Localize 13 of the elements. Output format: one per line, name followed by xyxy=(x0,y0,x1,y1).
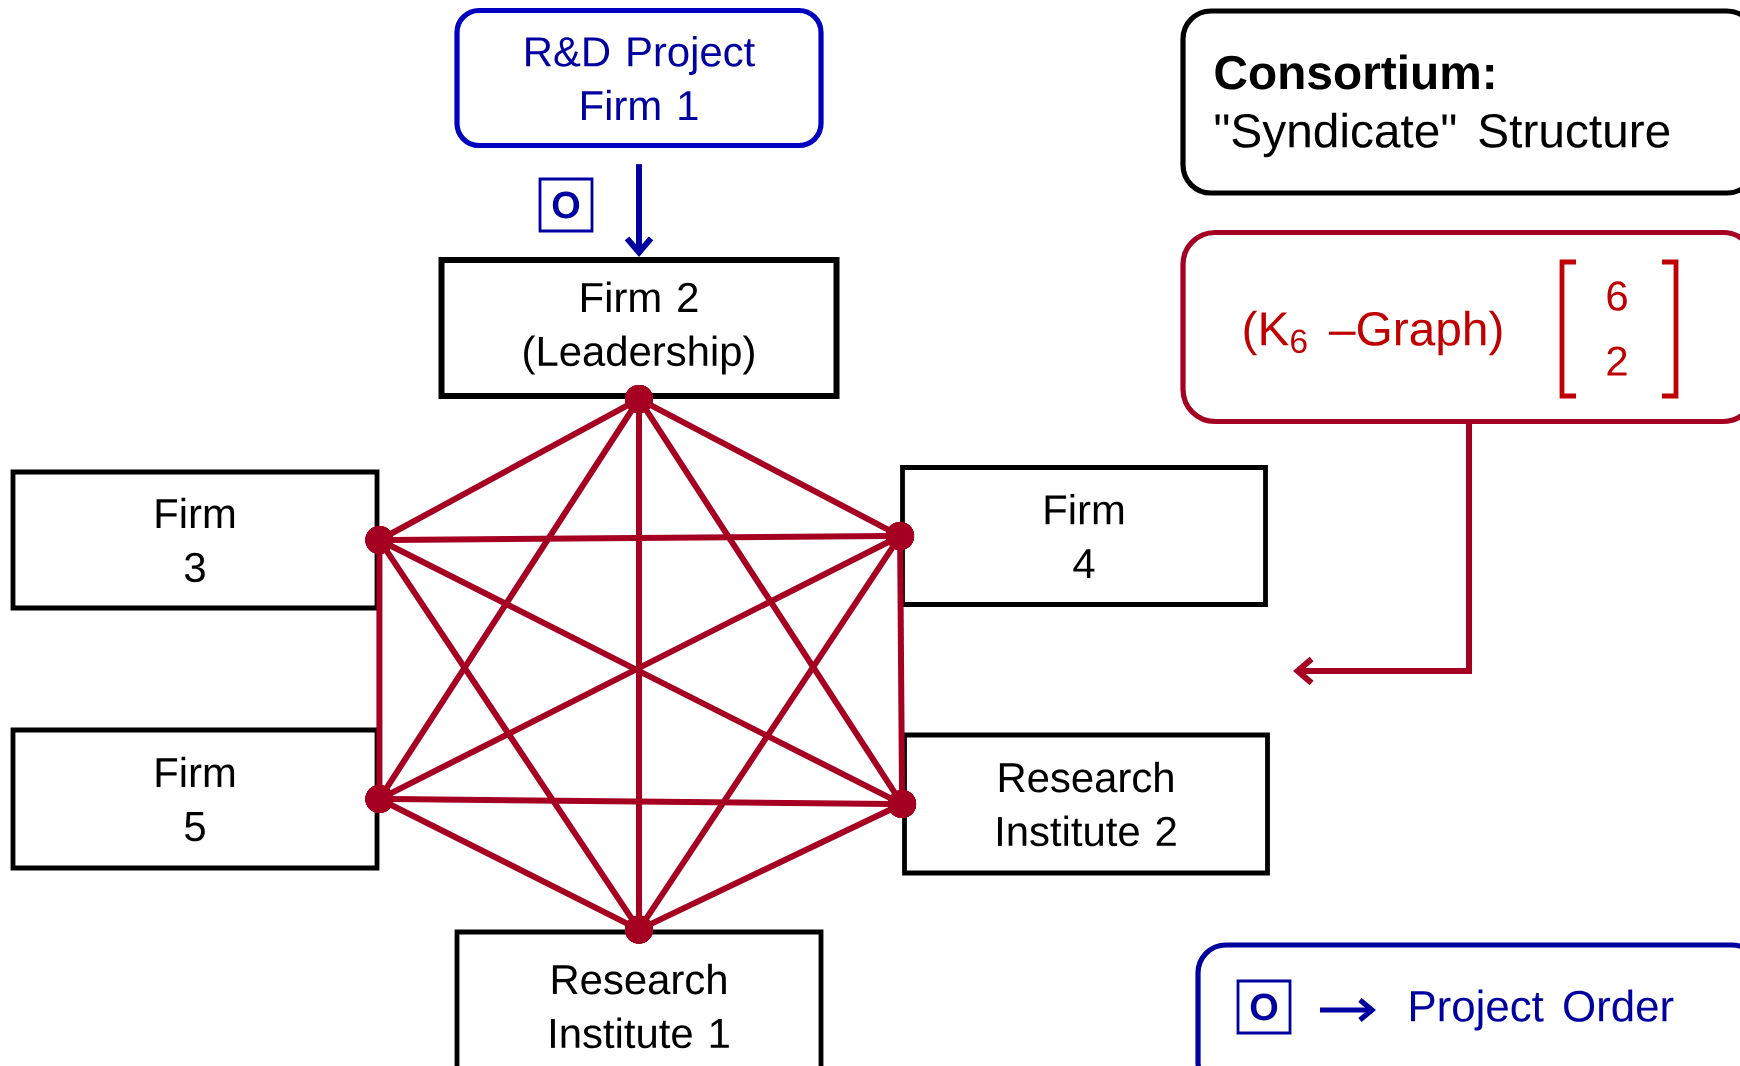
formula-box: (K$_{6}$ –Graph) 6 2 xyxy=(1180,229,1740,425)
project-box: R&D Project Firm 1 xyxy=(454,7,824,149)
partner-box: Research Institute 2 xyxy=(902,732,1270,876)
partner-box: Firm 5 xyxy=(10,727,380,871)
partner-box: Firm 4 xyxy=(900,465,1268,607)
partner-box: Research Institute 1 xyxy=(454,929,824,1066)
title-box: Consortium: "Syndicate" Structure xyxy=(1180,8,1740,196)
arrow xyxy=(624,164,654,257)
partner-box: Firm 3 xyxy=(10,469,380,611)
arrow xyxy=(1293,424,1472,686)
graph-edge xyxy=(625,790,917,944)
leader-box: Firm 2 (Leadership) xyxy=(438,257,840,399)
legend-text: Project Order xyxy=(1411,989,1674,1031)
